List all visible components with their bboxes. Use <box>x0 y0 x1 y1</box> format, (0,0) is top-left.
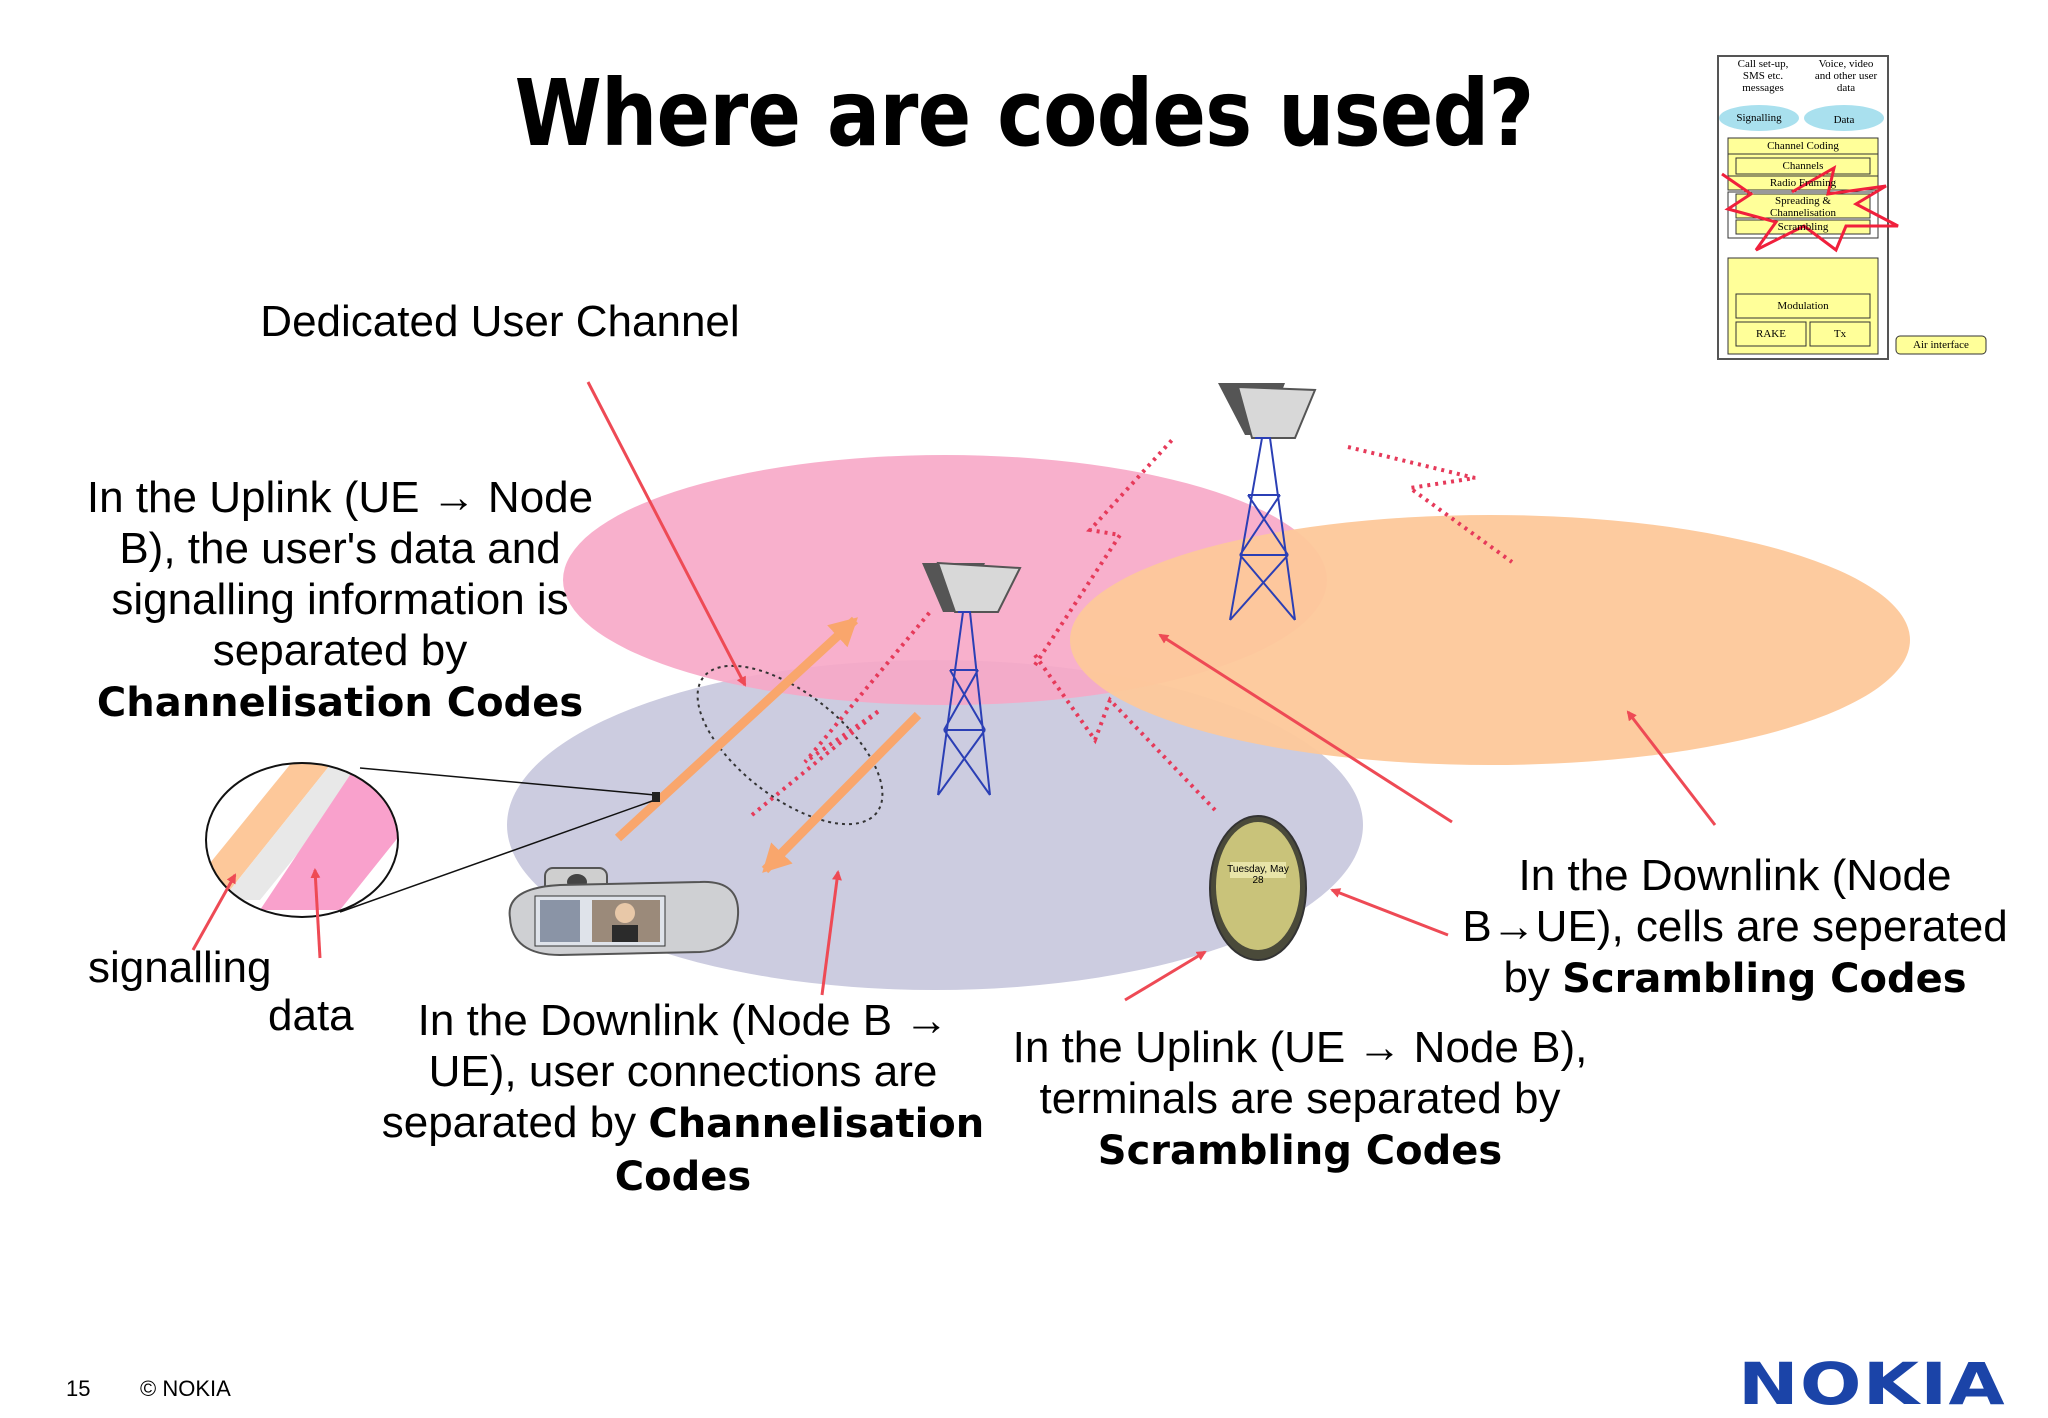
downlink-channelisation-bold: Channelisation Codes <box>614 1101 985 1200</box>
downlink-channelisation-text: In the Downlink (Node B → UE), user conn… <box>378 995 988 1203</box>
dedicated-channel-label: Dedicated User Channel <box>260 297 740 346</box>
data-label: data <box>268 991 354 1040</box>
uplink-channelisation-text: In the Uplink (UE → Node B), the user's … <box>80 472 600 729</box>
stack-spreading-label: Spreading & Channelisation <box>1770 195 1836 219</box>
stack-data-label: Data <box>1833 114 1855 126</box>
zoom-circle <box>205 762 660 918</box>
stack-scrambling-label: Scrambling <box>1777 221 1829 233</box>
pointer-arrows <box>191 381 1717 1002</box>
uplink-scrambling-bold: Scrambling Codes <box>1097 1128 1503 1174</box>
page-number: 15 <box>66 1376 91 1401</box>
tower-left <box>922 561 1022 796</box>
communicator-device <box>508 867 740 957</box>
downlink-channelisation-pre: In the Downlink (Node B → UE), user conn… <box>381 996 949 1147</box>
stack-rake-label: RAKE <box>1756 328 1786 340</box>
dedicated-channel-oval <box>696 664 884 826</box>
downlink-scrambling-pre: In the Downlink (Node B→UE), cells are s… <box>1462 851 2008 1002</box>
stack-modulation-label: Modulation <box>1777 300 1829 312</box>
tower-right <box>1218 383 1317 621</box>
uplink-scrambling-pre: In the Uplink (UE → Node B), terminals a… <box>1012 1023 1588 1123</box>
stack-air-interface-label: Air interface <box>1913 339 1969 351</box>
radio-links <box>750 438 1514 817</box>
handset-device <box>1209 815 1307 961</box>
downlink-orange-arrow <box>761 711 922 874</box>
uplink-scrambling-text: In the Uplink (UE → Node B), terminals a… <box>1010 1022 1590 1177</box>
stack-signalling-label: Signalling <box>1736 112 1782 124</box>
signalling-label: signalling <box>88 943 272 992</box>
stack-col1-label: Call set-up, SMS etc. messages <box>1737 58 1789 94</box>
stack-tx-label: Tx <box>1833 328 1847 340</box>
cell-orange <box>1070 515 1910 765</box>
copyright: © NOKIA <box>140 1376 231 1401</box>
stack-radio-framing-label: Radio Framing <box>1769 177 1837 189</box>
stack-col2-label: Voice, video and other user data <box>1814 58 1878 94</box>
uplink-channelisation-bold: Channelisation Codes <box>96 680 584 726</box>
stack-channels-label: Channels <box>1782 160 1824 172</box>
downlink-scrambling-text: In the Downlink (Node B→UE), cells are s… <box>1440 850 2030 1005</box>
handset-screen-text: Tuesday, May 28 <box>1227 864 1289 886</box>
uplink-channelisation-pre: In the Uplink (UE → Node B), the user's … <box>86 473 594 675</box>
protocol-stack-diagram: Call set-up, SMS etc. messages Voice, vi… <box>1716 54 2001 364</box>
stack-channel-coding-label: Channel Coding <box>1767 140 1839 152</box>
downlink-scrambling-bold: Scrambling Codes <box>1562 956 1967 1002</box>
page-title: Where are codes used? <box>514 60 1535 167</box>
nokia-logo: NOKIA <box>1738 1350 2006 1418</box>
protocol-stack-graphic <box>1717 55 1987 360</box>
